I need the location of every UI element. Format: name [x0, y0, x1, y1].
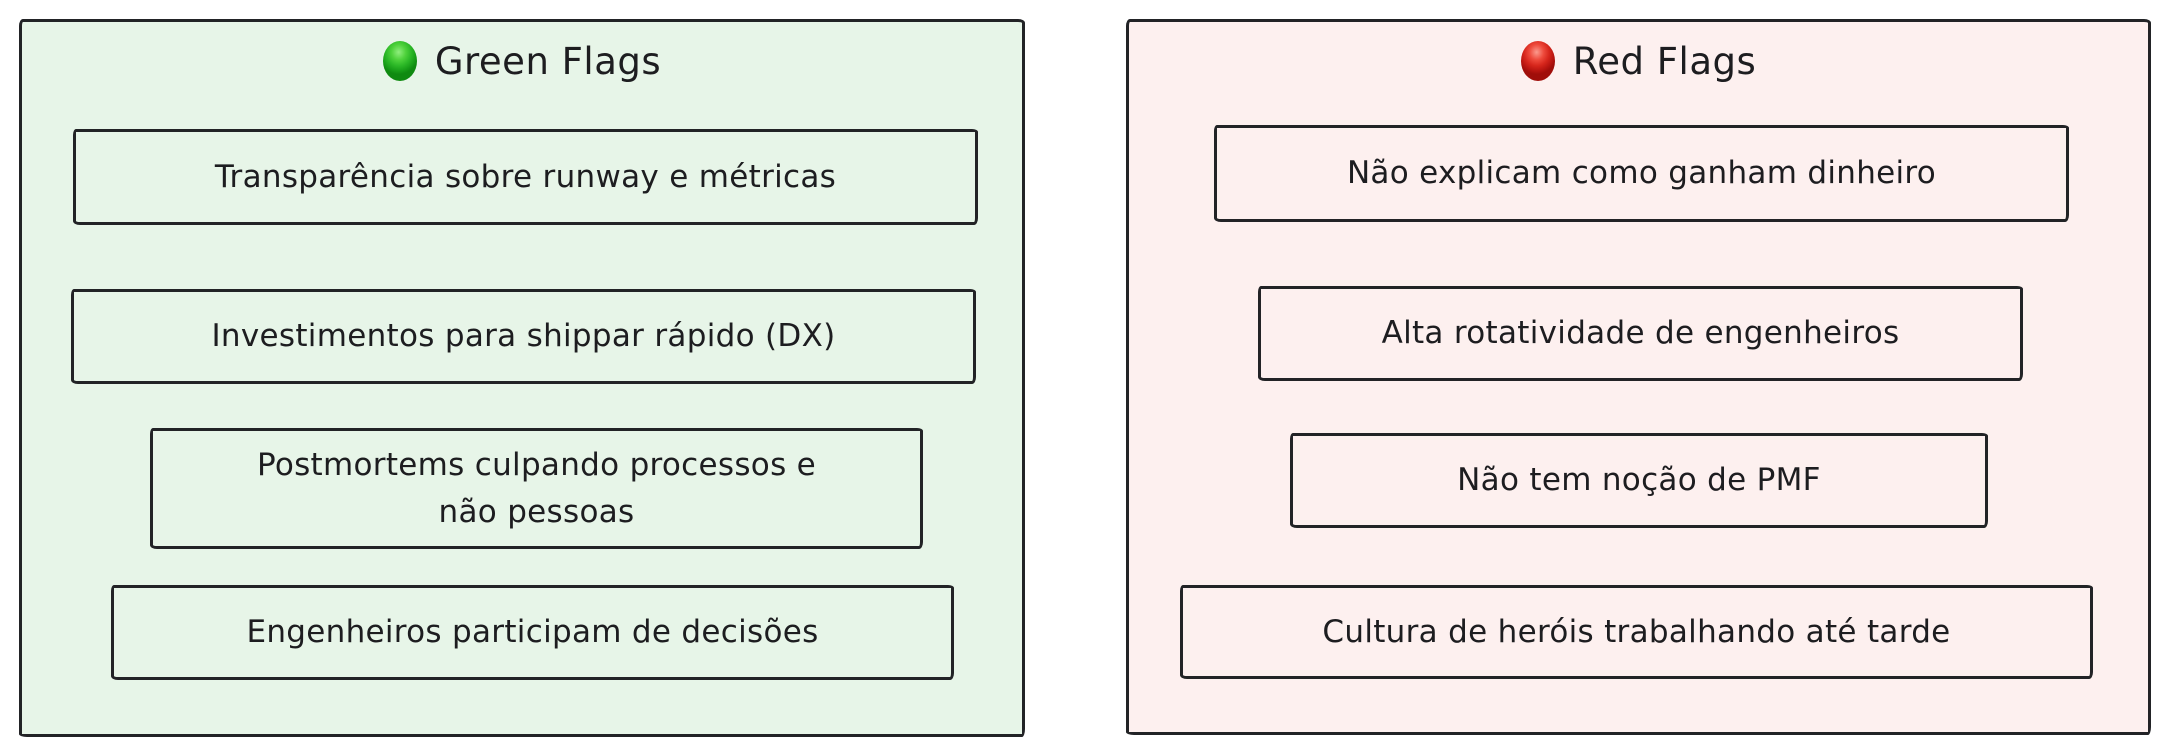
green-flag-item-label: Transparência sobre runway e métricas: [214, 158, 837, 195]
green-circle-icon: [382, 41, 417, 81]
red-flag-item-label: Não tem noção de PMF: [1457, 462, 1821, 499]
red-flag-item-box: Cultura de heróis trabalhando até tarde: [1180, 585, 2093, 679]
red-flag-item-box: Alta rotatividade de engenheiros: [1258, 286, 2023, 381]
green-flag-item-label: Engenheiros participam de decisões: [246, 614, 819, 651]
green-flags-title-row: Green Flags: [22, 35, 1022, 87]
red-flag-item-box: Não explicam como ganham dinheiro: [1214, 125, 2069, 222]
red-flags-title-row: Red Flags: [1129, 35, 2148, 87]
green-flag-item-box: Engenheiros participam de decisões: [111, 585, 954, 680]
red-circle-icon: [1520, 41, 1555, 81]
green-flag-item-box: Transparência sobre runway e métricas: [73, 129, 978, 225]
red-flag-item-label: Não explicam como ganham dinheiro: [1346, 155, 1937, 192]
green-flag-item-label: Investimentos para shippar rápido (DX): [211, 318, 836, 355]
red-flag-item-label: Alta rotatividade de engenheiros: [1381, 315, 1900, 352]
red-flags-panel: Red Flags Não explicam como ganham dinhe…: [1126, 19, 2151, 735]
red-flag-item-box: Não tem noção de PMF: [1290, 433, 1988, 528]
green-flag-item-box: Postmortems culpando processos e não pes…: [150, 428, 923, 549]
green-flag-item-label: Postmortems culpando processos e não pes…: [256, 447, 817, 530]
red-flag-item-label: Cultura de heróis trabalhando até tarde: [1322, 613, 1951, 650]
red-flags-title: Red Flags: [1572, 39, 1757, 83]
green-flags-title: Green Flags: [434, 39, 662, 83]
green-flags-panel: Green Flags Transparência sobre runway e…: [19, 19, 1025, 737]
green-flag-item-box: Investimentos para shippar rápido (DX): [71, 289, 976, 384]
